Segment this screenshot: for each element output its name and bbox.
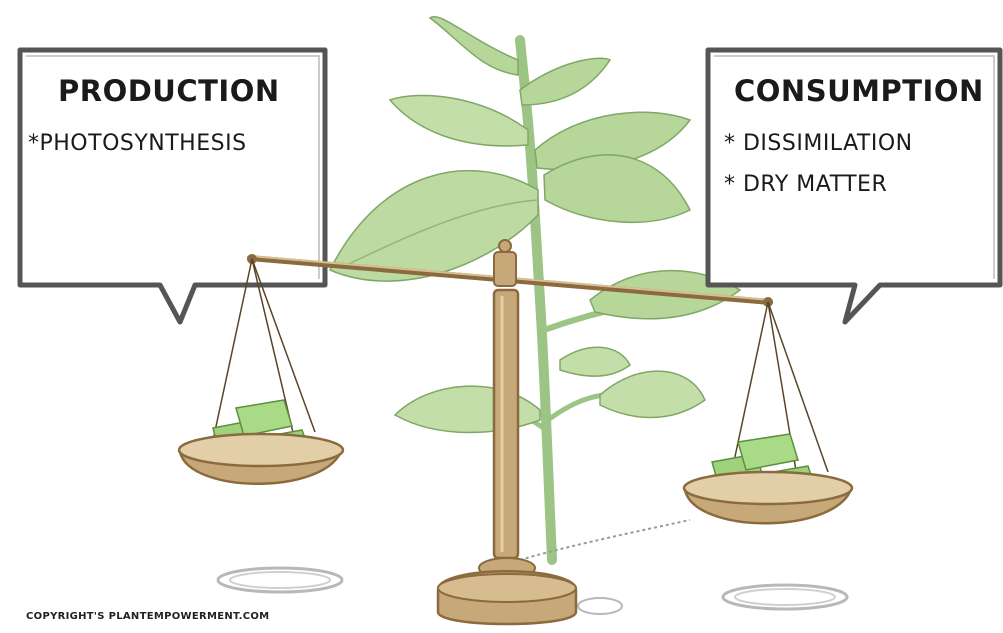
consumption-item-dry-matter: * DRY MATTER [724, 172, 888, 197]
right-pan [682, 470, 854, 525]
production-bubble [17, 47, 328, 325]
copyright-notice: COPYRIGHT'S PLANTEMPOWERMENT.COM [26, 611, 270, 622]
scale-pillar [436, 239, 578, 626]
left-pan-strings [211, 258, 316, 463]
leaf-small-mid [559, 346, 631, 377]
leaf-upper-left [388, 94, 529, 147]
right-pan-strings [729, 301, 829, 496]
leaf-top-2 [519, 57, 612, 106]
plant [328, 15, 742, 565]
leaf-low-right [599, 370, 706, 419]
consumption-item-dissimilation: * DISSIMILATION [724, 131, 913, 156]
plant-stem [515, 35, 557, 565]
left-pan [177, 432, 345, 485]
production-title: PRODUCTION [58, 74, 280, 108]
production-item-photosynthesis: *PHOTOSYNTHESIS [28, 131, 247, 156]
consumption-bubble [705, 47, 1003, 325]
floor-shadows [216, 566, 849, 615]
leaf-top-1 [428, 15, 519, 76]
soil-shadow [519, 519, 691, 561]
consumption-title: CONSUMPTION [734, 74, 984, 108]
leaf-big-right [543, 154, 692, 224]
